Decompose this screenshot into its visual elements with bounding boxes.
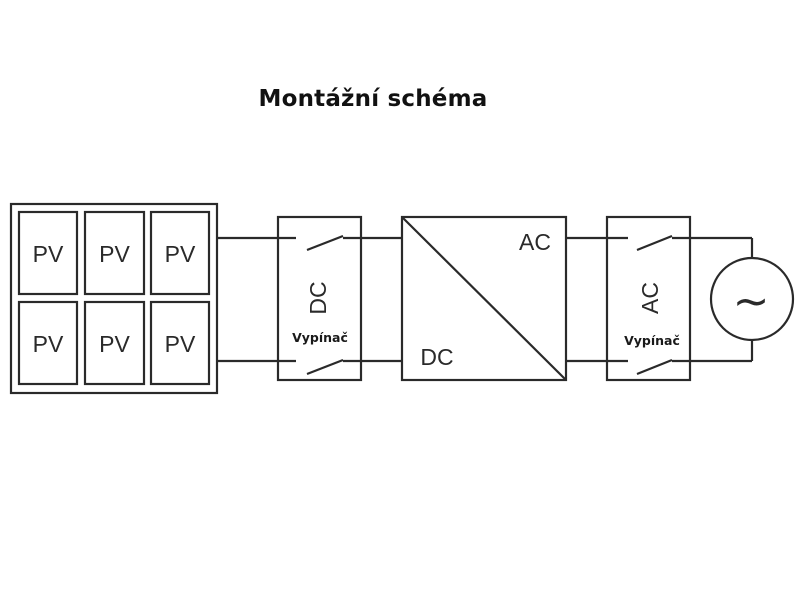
ac-source-circle <box>709 256 795 342</box>
pv-cell <box>83 300 146 386</box>
switch-contact <box>636 358 673 376</box>
dc-switch-label: DC <box>305 281 331 314</box>
inverter-box <box>400 215 568 382</box>
pv-cell <box>149 210 211 296</box>
pv-cell <box>17 210 79 296</box>
dc-switch-box <box>276 215 363 382</box>
pv-cell-label: PV <box>33 331 64 357</box>
pv-cell <box>149 300 211 386</box>
inverter-input-label: DC <box>420 344 453 370</box>
diagram-title: Montážní schéma <box>258 86 488 112</box>
pv-cell-label: PV <box>99 241 130 267</box>
pv-cell-label: PV <box>99 331 130 357</box>
ac-source: ~ <box>709 238 795 361</box>
switch-contact <box>306 234 344 252</box>
inverter: AC DC <box>400 215 568 382</box>
dc-switch: DC Vypínač <box>276 215 402 382</box>
ac-switch: AC Vypínač <box>605 215 752 382</box>
ac-switch-caption: Vypínač <box>624 333 680 348</box>
pv-cell-label: PV <box>165 241 196 267</box>
pv-array-frame <box>9 202 219 395</box>
ac-switch-box <box>605 215 692 382</box>
pv-cell <box>83 210 146 296</box>
inverter-output-label: AC <box>519 229 551 255</box>
pv-cell <box>17 300 79 386</box>
pv-cell-label: PV <box>33 241 64 267</box>
switch-contact <box>306 358 344 376</box>
ac-wave-icon: ~ <box>733 276 770 327</box>
pv-array: PV PV PV PV PV PV <box>9 202 219 395</box>
dc-switch-caption: Vypínač <box>292 330 348 345</box>
switch-contact <box>636 234 673 252</box>
ac-switch-label: AC <box>637 282 663 314</box>
inverter-diagonal <box>401 216 567 381</box>
pv-cell-label: PV <box>165 331 196 357</box>
